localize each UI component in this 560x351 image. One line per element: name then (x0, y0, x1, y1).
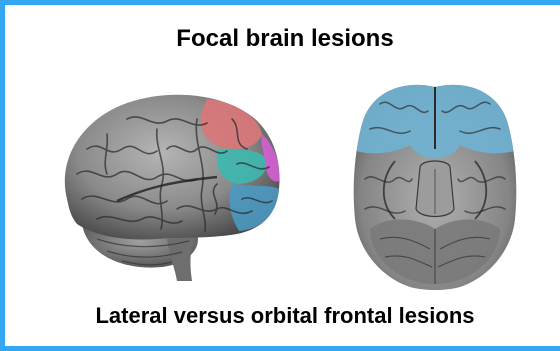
ventral-brain-illustration (350, 79, 520, 294)
figure-caption: Lateral versus orbital frontal lesions (5, 303, 560, 329)
lesion-blue-region (229, 184, 279, 231)
lateral-brain-illustration (57, 89, 287, 284)
figure-title: Focal brain lesions (5, 25, 560, 53)
